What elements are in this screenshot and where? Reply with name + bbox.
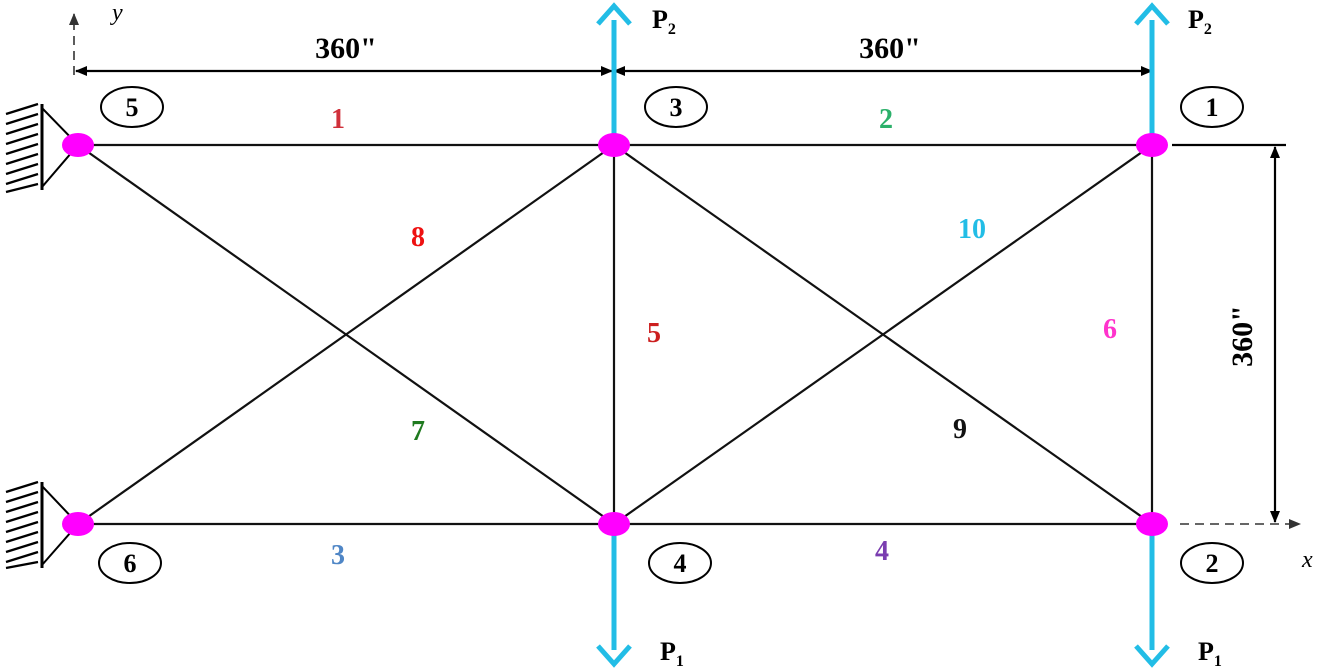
truss-members [77,143,1154,526]
member-label-3: 3 [331,540,345,571]
support-top-left [5,102,80,194]
member-10 [613,144,1153,525]
node-2 [1136,512,1168,536]
node-3 [598,133,630,157]
node-1 [1136,133,1168,157]
node-label-2: 2 [1206,549,1219,578]
nodes [62,133,1168,536]
member-label-7: 7 [411,416,425,447]
load-arrow-node1-up [1134,2,1170,142]
member-label-5: 5 [647,318,661,349]
dimension-label-height: 360" [1226,305,1259,367]
member-label-10: 10 [958,214,986,245]
load-arrow-node3-up [596,2,632,142]
support-bottom-left [5,480,80,570]
load-arrow-node2-down [1134,527,1170,668]
node-label-1: 1 [1206,93,1219,122]
y-axis-label: y [110,0,123,26]
node-label-4: 4 [674,549,687,578]
member-label-9: 9 [953,414,967,445]
member-label-8: 8 [411,222,425,253]
load-label-p2-left: P2 [652,5,676,38]
load-label-p2-right: P2 [1188,5,1212,38]
node-label-circle-5 [100,86,164,128]
member-label-2: 2 [879,104,893,135]
load-arrows [596,2,1170,668]
node-label-circle-4 [648,542,712,584]
dimension-label-left: 360" [315,32,377,65]
node-5 [62,133,94,157]
node-labels: 5 3 1 6 4 2 [98,86,1244,584]
node-6 [62,512,94,536]
member-8 [77,144,615,525]
load-label-p1-right: P1 [1198,637,1222,670]
node-label-circle-3 [644,86,708,128]
dimension-label-right: 360" [859,32,921,65]
member-label-1: 1 [331,104,345,135]
node-label-5: 5 [126,93,139,122]
member-label-6: 6 [1103,314,1117,345]
node-label-circle-6 [98,542,162,584]
node-label-6: 6 [124,549,137,578]
x-axis-label: x [1301,547,1313,573]
node-4 [598,512,630,536]
member-labels: 1 2 3 4 5 6 7 8 9 10 [331,104,1117,571]
node-label-circle-2 [1180,542,1244,584]
node-label-3: 3 [670,93,683,122]
load-label-p1-left: P1 [660,637,684,670]
member-label-4: 4 [875,536,889,567]
load-arrow-node4-down [596,527,632,668]
node-label-circle-1 [1180,86,1244,128]
